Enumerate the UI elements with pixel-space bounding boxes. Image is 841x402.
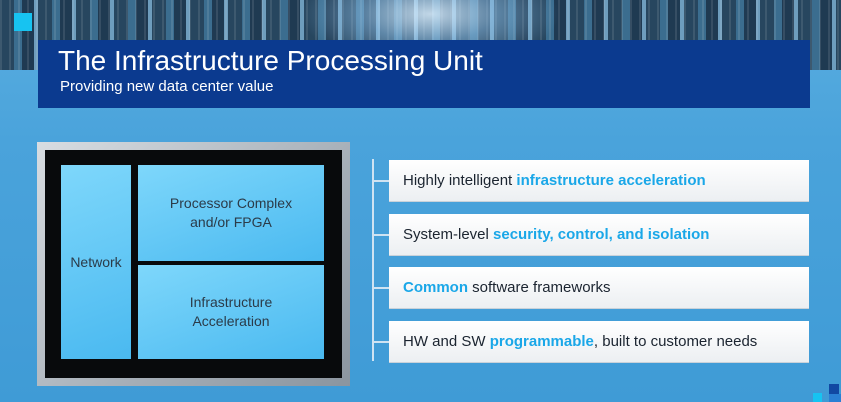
feature-item-programmable: HW and SW programmable, built to custome… <box>389 321 809 363</box>
accent-square <box>14 13 32 31</box>
connector-tick <box>372 180 390 182</box>
feature-connector-line <box>372 159 374 361</box>
corner-logo-square <box>829 394 841 402</box>
connector-tick <box>372 234 390 236</box>
infra-label-line1: Infrastructure <box>189 294 273 311</box>
network-block: Network <box>61 165 131 359</box>
corner-logo-square <box>829 384 839 394</box>
infrastructure-acceleration-block: Infrastructure Acceleration <box>138 265 324 359</box>
feature-text: Highly intelligent <box>403 172 513 189</box>
connector-tick <box>372 287 390 289</box>
infra-label-line2: Acceleration <box>192 313 270 329</box>
feature-highlight: security, control, and isolation <box>493 226 710 243</box>
page-subtitle: Providing new data center value <box>60 78 274 95</box>
page-title: The Infrastructure Processing Unit <box>58 45 483 76</box>
feature-highlight: infrastructure acceleration <box>516 172 706 189</box>
feature-item-frameworks: Common software frameworks <box>389 267 809 309</box>
feature-highlight: Common <box>403 279 468 296</box>
feature-text: System-level <box>403 226 489 243</box>
processor-complex-block: Processor Complex and/or FPGA <box>138 165 324 261</box>
corner-logo-square <box>813 393 822 402</box>
feature-text: HW and SW <box>403 333 486 350</box>
feature-item-security: System-level security, control, and isol… <box>389 214 809 256</box>
feature-text: , built to customer needs <box>593 333 758 350</box>
processor-label-line1: Processor Complex <box>169 195 293 212</box>
feature-highlight: programmable <box>489 333 594 350</box>
connector-tick <box>372 341 390 343</box>
feature-text: software frameworks <box>472 279 611 296</box>
processor-label-line2: and/or FPGA <box>190 214 272 230</box>
feature-item-acceleration: Highly intelligent infrastructure accele… <box>389 160 809 202</box>
title-bar <box>38 40 810 108</box>
network-label: Network <box>70 253 122 270</box>
